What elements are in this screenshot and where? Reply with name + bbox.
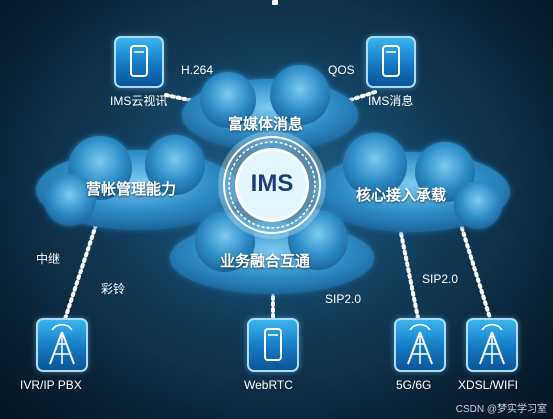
link-label-relay: 中继	[36, 252, 61, 266]
ivr-pbx-label: IVR/IP PBX	[20, 378, 82, 392]
server-icon	[264, 328, 282, 361]
connector-xdsl	[458, 220, 492, 320]
antenna-icon	[479, 323, 505, 365]
ims-video-label: IMS云视讯	[110, 94, 168, 108]
5g6g-device	[394, 318, 446, 372]
cloud-label-right: 核心接入承载	[356, 187, 447, 204]
link-label-sip-right: SIP2.0	[422, 272, 459, 286]
server-icon	[382, 45, 400, 77]
ims-message-device	[366, 36, 416, 88]
antenna-icon	[49, 323, 75, 365]
cloud-label-top: 富媒体消息	[228, 116, 304, 133]
link-label-qos: QOS	[328, 63, 355, 77]
antenna-icon	[407, 323, 433, 365]
cloud-label-bottom: 业务融合互通	[220, 253, 311, 270]
cloud-label-left: 营帐管理能力	[86, 181, 177, 198]
ims-message-label: IMS消息	[368, 94, 414, 108]
watermark: CSDN @梦实学习室	[455, 404, 547, 415]
xdsl-wifi-device	[466, 318, 518, 372]
ims-core: IMS	[235, 150, 309, 220]
ims-video-device	[114, 36, 164, 88]
ims-core-ring	[218, 131, 326, 239]
ivr-pbx-device	[36, 318, 88, 372]
webrtc-label: WebRTC	[244, 378, 293, 392]
cloud-bottom	[170, 210, 374, 294]
server-icon	[130, 45, 148, 77]
connector-5g	[398, 226, 420, 320]
ims-core-label: IMS	[250, 170, 294, 197]
xdsl-wifi-label: XDSL/WIFI	[458, 378, 519, 392]
cloud-right	[314, 133, 510, 232]
webrtc-device	[247, 318, 299, 372]
top-marker	[272, 0, 278, 5]
link-label-sip-bottom: SIP2.0	[325, 292, 362, 306]
5g6g-label: 5G/6G	[396, 378, 432, 392]
cloud-left	[36, 135, 240, 230]
link-label-ringtone: 彩铃	[101, 282, 126, 296]
link-label-h264: H.264	[181, 63, 214, 77]
cloud-top	[182, 65, 358, 151]
connector-ivr	[62, 223, 98, 324]
